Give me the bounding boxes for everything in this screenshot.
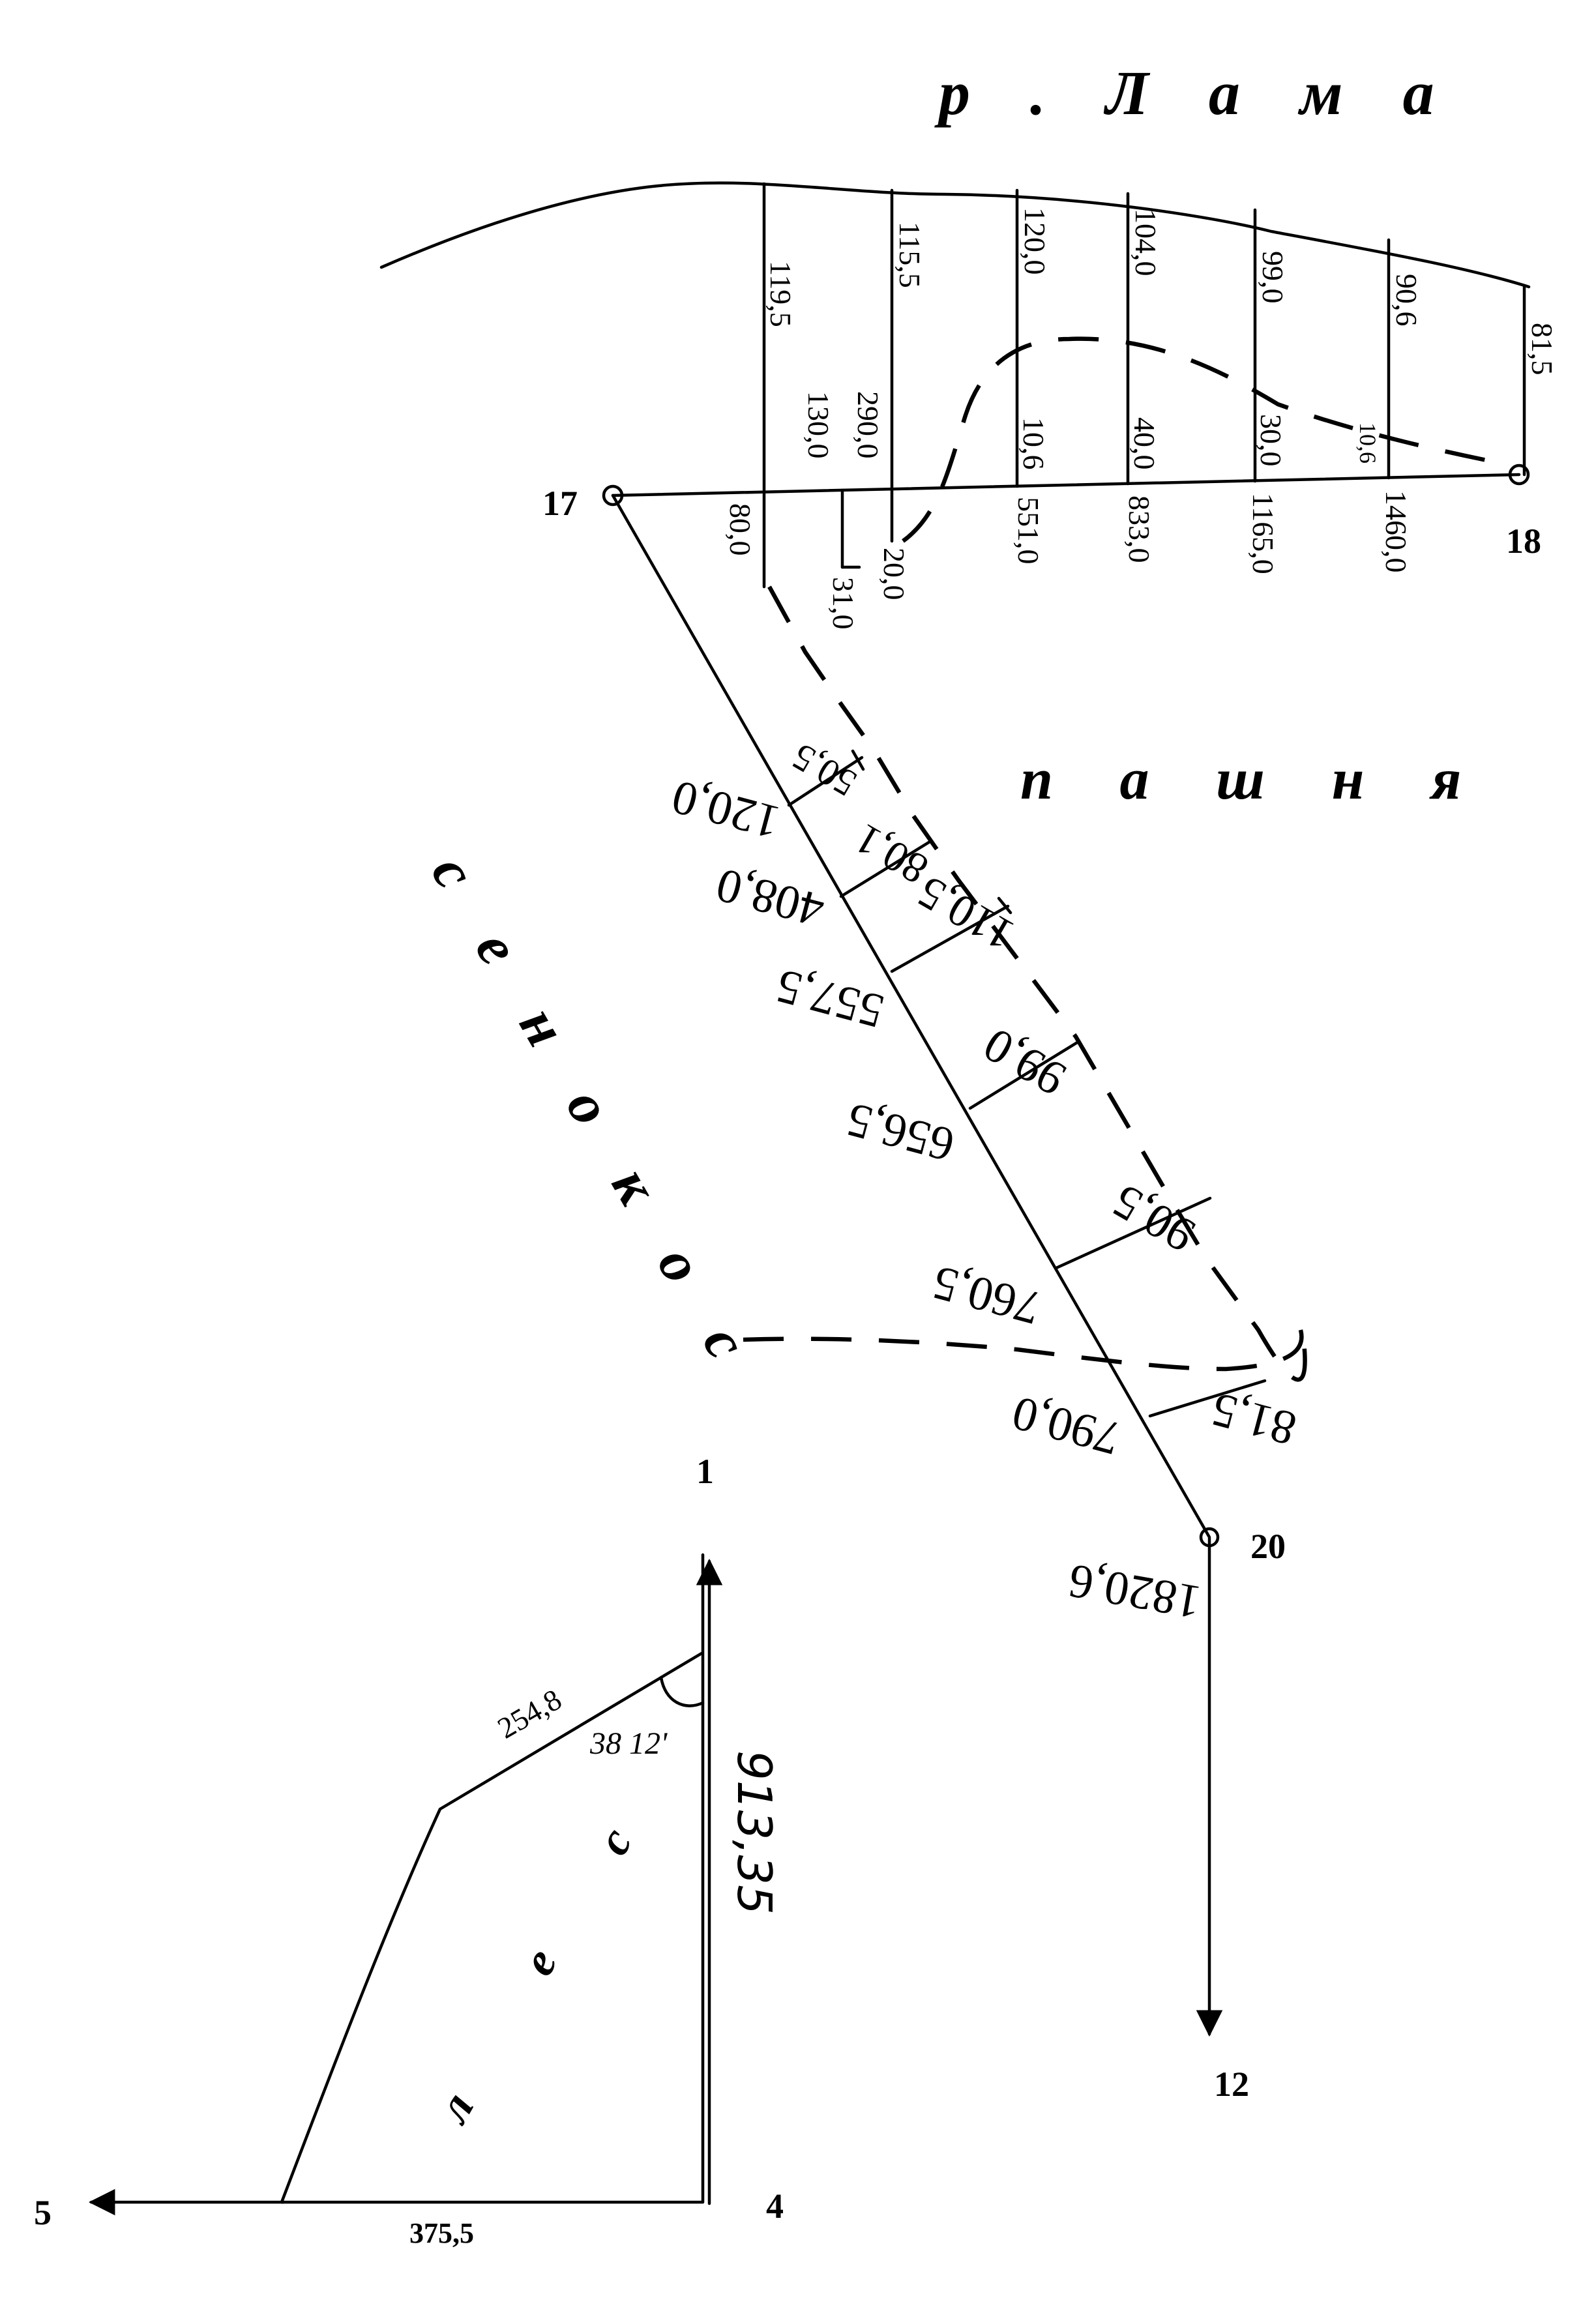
svg-text:551,0: 551,0 bbox=[1012, 497, 1045, 565]
svg-text:99,0: 99,0 bbox=[1256, 251, 1290, 304]
point-4-label: 4 bbox=[766, 2187, 784, 2226]
svg-text:40,0: 40,0 bbox=[1128, 417, 1161, 470]
forest-side-right: 913,35 bbox=[727, 1750, 782, 1915]
point-17-label: 17 bbox=[542, 484, 578, 523]
svg-text:656,5: 656,5 bbox=[841, 1092, 960, 1171]
svg-text:80,0: 80,0 bbox=[724, 503, 757, 556]
svg-text:1165,0: 1165,0 bbox=[1247, 493, 1280, 574]
forest-boundary bbox=[280, 1553, 705, 2204]
traverse-offsets bbox=[787, 749, 1267, 1418]
point-20-label: 20 bbox=[1250, 1527, 1286, 1566]
traverse-17-20 bbox=[611, 494, 1211, 1539]
svg-text:833,0: 833,0 bbox=[1123, 495, 1156, 563]
hayfield-label: с е н о к о с bbox=[419, 845, 771, 1390]
svg-text:130,0: 130,0 bbox=[802, 391, 835, 459]
forest-label-s: с bbox=[587, 1819, 642, 1863]
svg-text:50,5: 50,5 bbox=[785, 735, 863, 805]
svg-text:10,6: 10,6 bbox=[1017, 417, 1050, 470]
svg-text:90,5: 90,5 bbox=[1104, 1174, 1204, 1263]
field-label: п а ш н я bbox=[1020, 747, 1487, 812]
svg-text:120,0: 120,0 bbox=[1018, 207, 1052, 275]
svg-text:104,0: 104,0 bbox=[1129, 209, 1162, 276]
svg-text:31,0: 31,0 bbox=[827, 577, 860, 630]
svg-text:557,5: 557,5 bbox=[771, 958, 889, 1038]
point-18-marker bbox=[1508, 464, 1530, 486]
forest-side-bottom: 375,5 bbox=[409, 2217, 474, 2249]
svg-text:120,0: 120,0 bbox=[666, 769, 785, 849]
svg-text:30,0: 30,0 bbox=[1254, 414, 1288, 467]
total-length-label: 1820,6 bbox=[1065, 1554, 1205, 1629]
svg-text:115,5: 115,5 bbox=[893, 222, 926, 288]
river-offset-values: 119,5 115,5 120,0 104,0 99,0 90,6 81,5 bbox=[764, 207, 1559, 376]
point-12-label: 12 bbox=[1214, 2065, 1249, 2104]
point-17-marker bbox=[602, 484, 624, 507]
river-offsets bbox=[762, 182, 1526, 589]
baseline-chainage-values: 80,0 31,0 20,0 551,0 833,0 1165,0 1460,0 bbox=[724, 490, 1413, 630]
svg-text:119,5: 119,5 bbox=[764, 261, 797, 327]
angle-arc bbox=[659, 1675, 705, 1707]
svg-text:760,5: 760,5 bbox=[927, 1255, 1046, 1334]
svg-text:408,0: 408,0 bbox=[711, 857, 829, 937]
point-5-label: 5 bbox=[34, 2193, 52, 2232]
forest-angle: 38 12' bbox=[589, 1726, 668, 1761]
svg-text:81,5: 81,5 bbox=[1206, 1382, 1301, 1456]
svg-text:110,5: 110,5 bbox=[909, 866, 1022, 960]
svg-text:90,6: 90,6 bbox=[1390, 274, 1423, 327]
forest-label-e: е bbox=[512, 1939, 567, 1984]
svg-text:99,0: 99,0 bbox=[975, 1018, 1074, 1106]
svg-text:790,0: 790,0 bbox=[1007, 1385, 1125, 1465]
svg-text:290,0: 290,0 bbox=[851, 391, 885, 459]
forest-side-top: 254,8 bbox=[492, 1683, 567, 1745]
svg-text:81,5: 81,5 bbox=[1526, 323, 1559, 376]
baseline-offset-values: 130,0 290,0 10,6 40,0 30,0 10,6 bbox=[802, 391, 1381, 470]
river-label: р . Л а м а bbox=[934, 58, 1456, 128]
forest-label-l: л bbox=[426, 2084, 484, 2132]
point-1-label: 1 bbox=[696, 1452, 714, 1491]
svg-text:10,6: 10,6 bbox=[1355, 422, 1381, 464]
svg-text:1460,0: 1460,0 bbox=[1380, 490, 1413, 573]
field-boundary-dashed bbox=[743, 336, 1500, 1382]
svg-text:20,0: 20,0 bbox=[878, 548, 911, 600]
point-18-label: 18 bbox=[1506, 522, 1541, 561]
river-bank-line bbox=[379, 181, 1531, 289]
